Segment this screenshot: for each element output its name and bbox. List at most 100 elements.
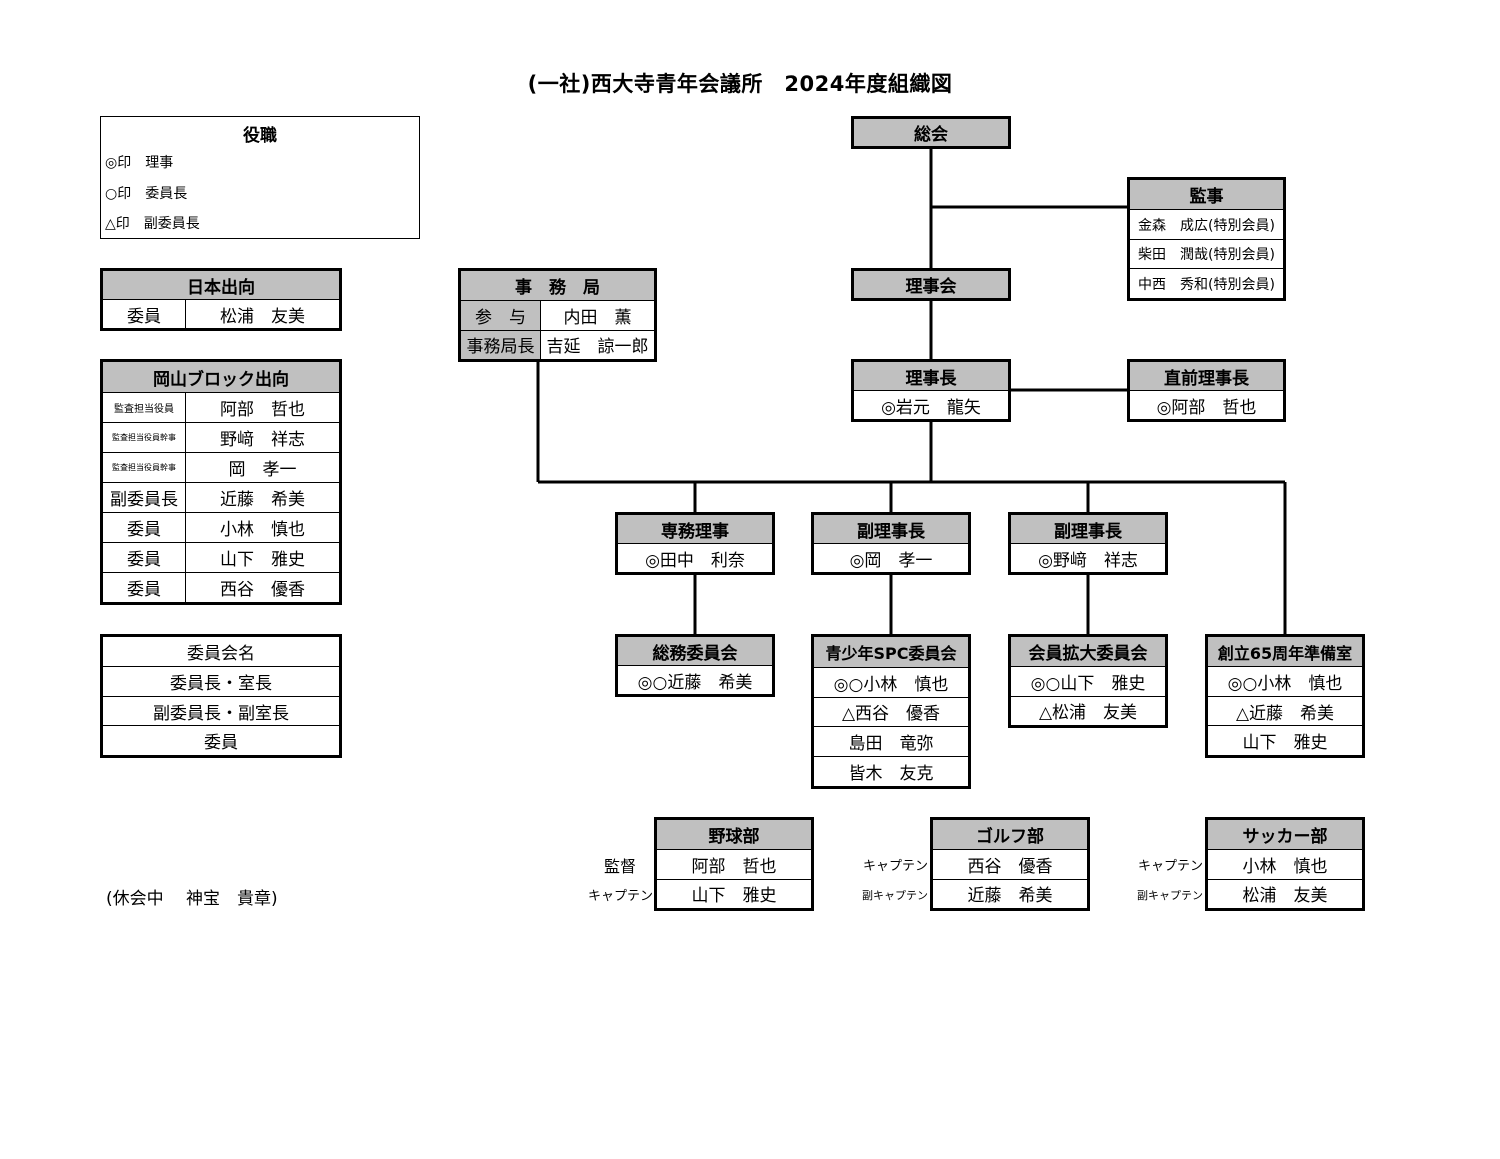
soccer-club-box: サッカー部 小林 慎也 松浦 友美 <box>1205 817 1365 911</box>
anniversary-prep-office-box: 創立65周年準備室 ◎○小林 慎也 △近藤 希美 山下 雅史 <box>1205 634 1365 758</box>
role-cell: 副委員長 <box>103 483 186 512</box>
auditor-header: 監事 <box>1130 180 1283 210</box>
club-member: 近藤 希美 <box>933 878 1087 908</box>
club-member: 阿部 哲也 <box>657 849 811 878</box>
table-row: 監査担当役員幹事 野﨑 祥志 <box>103 422 339 452</box>
table-row: 副委員長 近藤 希美 <box>103 482 339 512</box>
vice-president-box-1: 副理事長 ◎岡 孝一 <box>811 512 971 575</box>
legend-title: 役職 <box>243 126 277 146</box>
committee-member: 皆木 友克 <box>814 756 968 786</box>
executive-director-header: 専務理事 <box>618 515 772 544</box>
role-cell: 事務局長 <box>461 330 541 359</box>
baseball-club-box: 野球部 阿部 哲也 山下 雅史 <box>654 817 814 911</box>
board-header: 理事会 <box>854 271 1008 298</box>
committee-key-box: 委員会名 委員長・室長 副委員長・副室長 委員 <box>100 634 342 758</box>
president-name: ◎岩元 龍矢 <box>854 390 1008 419</box>
table-row: 委員 西谷 優香 <box>103 572 339 602</box>
role-cell: 委員 <box>103 513 186 542</box>
list-item: 金森 成広(特別会員) <box>1130 209 1283 239</box>
executive-director-name: ◎田中 利奈 <box>618 543 772 572</box>
membership-expansion-committee-box: 会員拡大委員会 ◎○山下 雅史 △松浦 友美 <box>1008 634 1168 728</box>
role-cell: 委員 <box>103 573 186 602</box>
vice-president-header: 副理事長 <box>814 515 968 544</box>
table-row: 委員 山下 雅史 <box>103 542 339 572</box>
table-row: 監査担当役員 阿部 哲也 <box>103 392 339 422</box>
club-role-label: キャプテン <box>1137 859 1203 874</box>
okayama-block-header: 岡山ブロック出向 <box>103 362 339 392</box>
japan-dispatch-box: 日本出向 委員 松浦 友美 <box>100 268 342 331</box>
committee-header: 総務委員会 <box>618 637 772 666</box>
name-cell: 岡 孝一 <box>228 460 297 480</box>
name-cell: 内田 薫 <box>563 307 632 328</box>
committee-member: △近藤 希美 <box>1208 695 1362 726</box>
club-member: 山下 雅史 <box>657 878 811 908</box>
general-affairs-committee-box: 総務委員会 ◎○近藤 希美 <box>615 634 775 697</box>
role-cell: 参 与 <box>461 301 541 330</box>
name-cell: 近藤 希美 <box>220 490 305 510</box>
key-row-chair: 委員長・室長 <box>103 666 339 696</box>
vice-president-name: ◎岡 孝一 <box>814 543 968 572</box>
past-president-header: 直前理事長 <box>1130 362 1283 391</box>
committee-header: 創立65周年準備室 <box>1208 637 1362 667</box>
vice-president-name: ◎野﨑 祥志 <box>1011 543 1165 572</box>
club-header: 野球部 <box>657 820 811 850</box>
general-assembly-box: 総会 <box>851 116 1011 149</box>
vice-president-header: 副理事長 <box>1011 515 1165 544</box>
key-row-vice-chair: 副委員長・副室長 <box>103 695 339 726</box>
role-cell: 委員 <box>103 543 186 572</box>
committee-header: 会員拡大委員会 <box>1011 637 1165 667</box>
golf-club-box: ゴルフ部 西谷 優香 近藤 希美 <box>930 817 1090 911</box>
name-cell: 吉延 諒一郎 <box>546 337 649 358</box>
role-cell: 委員 <box>103 300 186 328</box>
club-member: 西谷 優香 <box>933 849 1087 878</box>
okayama-block-box: 岡山ブロック出向 監査担当役員 阿部 哲也 監査担当役員幹事 野﨑 祥志 監査担… <box>100 359 342 605</box>
club-role-label: キャプテン <box>862 859 928 874</box>
general-assembly-header: 総会 <box>854 119 1008 146</box>
legend-item-fukuiincho: △印 副委員長 <box>105 216 200 232</box>
board-box: 理事会 <box>851 268 1011 301</box>
key-row-member: 委員 <box>103 725 339 755</box>
committee-member: 島田 竜弥 <box>814 726 968 756</box>
japan-dispatch-header: 日本出向 <box>103 271 339 300</box>
role-cell: 監査担当役員幹事 <box>103 423 186 452</box>
name-cell: 松浦 友美 <box>220 306 305 327</box>
committee-member: △西谷 優香 <box>814 696 968 727</box>
president-box: 理事長 ◎岩元 龍矢 <box>851 359 1011 422</box>
table-row: 事務局長 吉延 諒一郎 <box>461 329 654 359</box>
club-member: 松浦 友美 <box>1208 878 1362 908</box>
club-role-label: 副キャプテン <box>1137 889 1203 902</box>
club-role-label: 監督 <box>603 857 636 876</box>
committee-member: ◎○近藤 希美 <box>618 665 772 694</box>
committee-member: ◎○小林 慎也 <box>1208 666 1362 696</box>
name-cell: 阿部 哲也 <box>220 400 305 420</box>
club-role-label: 副キャプテン <box>862 889 928 902</box>
legend-box: 役職 ◎印 理事 ○印 委員長 △印 副委員長 <box>100 116 420 239</box>
table-row: 委員 小林 慎也 <box>103 512 339 542</box>
past-president-box: 直前理事長 ◎阿部 哲也 <box>1127 359 1286 422</box>
page-title: (一社)西大寺青年会議所 2024年度組織図 <box>527 72 953 96</box>
past-president-name: ◎阿部 哲也 <box>1130 390 1283 419</box>
role-cell: 監査担当役員 <box>103 393 186 422</box>
club-member: 小林 慎也 <box>1208 849 1362 878</box>
committee-member: ◎○小林 慎也 <box>814 666 968 697</box>
executive-director-box: 専務理事 ◎田中 利奈 <box>615 512 775 575</box>
club-role-label: キャプテン <box>587 889 653 904</box>
committee-header: 青少年SPC委員会 <box>814 637 968 667</box>
youth-spc-committee-box: 青少年SPC委員会 ◎○小林 慎也 △西谷 優香 島田 竜弥 皆木 友克 <box>811 634 971 789</box>
committee-member: 山下 雅史 <box>1208 725 1362 755</box>
club-header: サッカー部 <box>1208 820 1362 850</box>
name-cell: 小林 慎也 <box>220 520 305 540</box>
name-cell: 山下 雅史 <box>220 550 305 570</box>
name-cell: 野﨑 祥志 <box>220 430 305 450</box>
secretariat-box: 事 務 局 参 与 内田 薫 事務局長 吉延 諒一郎 <box>458 268 657 362</box>
vice-president-box-2: 副理事長 ◎野﨑 祥志 <box>1008 512 1168 575</box>
table-row: 委員 松浦 友美 <box>103 299 339 328</box>
legend-item-iincho: ○印 委員長 <box>105 186 188 202</box>
committee-member: △松浦 友美 <box>1011 695 1165 725</box>
club-header: ゴルフ部 <box>933 820 1087 850</box>
role-cell: 監査担当役員幹事 <box>103 453 186 482</box>
table-row: 参 与 内田 薫 <box>461 300 654 330</box>
president-header: 理事長 <box>854 362 1008 391</box>
auditor-box: 監事 金森 成広(特別会員) 柴田 潤哉(特別会員) 中西 秀和(特別会員) <box>1127 177 1286 301</box>
